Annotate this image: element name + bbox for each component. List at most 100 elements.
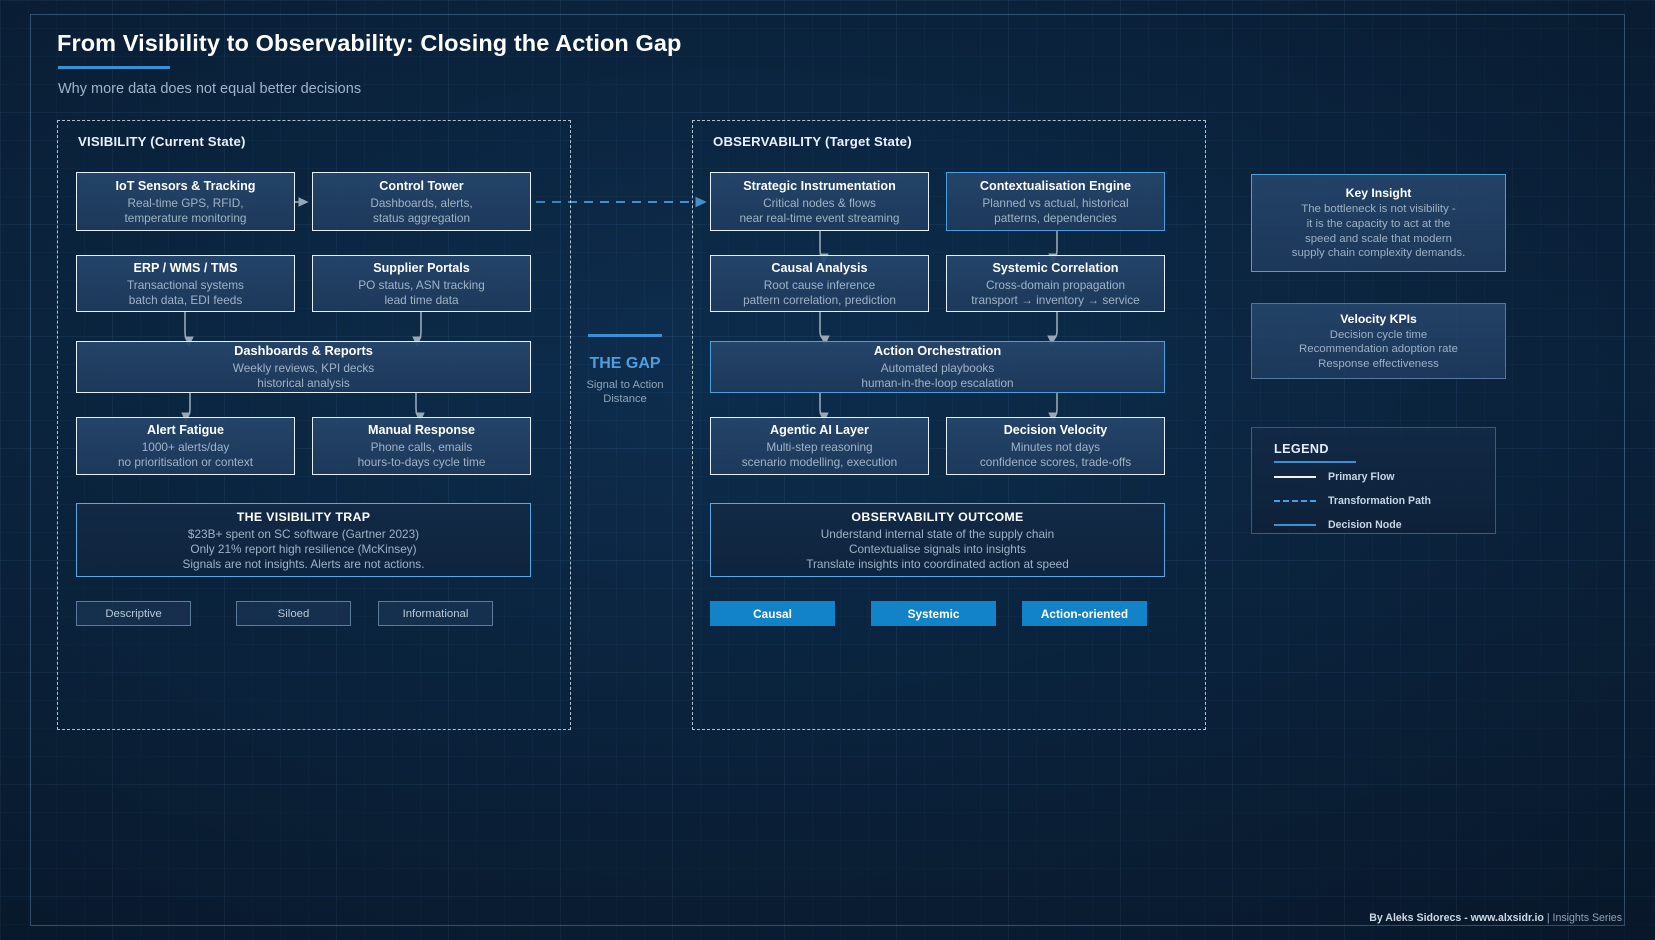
page-subtitle: Why more data does not equal better deci… [58,81,362,97]
callout-line2: Only 21% report high resilience (McKinse… [190,541,417,556]
transformation-path-line-icon [1274,499,1316,502]
card-line2: Recommendation adoption rate [1299,343,1458,356]
legend-item-transformation-path: Transformation Path [1274,490,1495,511]
title-underline-rule [58,66,170,69]
node-title: Dashboards & Reports [234,343,373,358]
tag-informational[interactable]: Informational [378,601,493,626]
node-subtitle-line2: near real-time event streaming [739,210,900,225]
node-subtitle-line2: lead time data [384,292,459,307]
node-causal-analysis[interactable]: Causal Analysis Root cause inference pat… [710,255,929,312]
node-subtitle-line1: Cross-domain propagation [985,277,1126,292]
node-manual-response[interactable]: Manual Response Phone calls, emails hour… [312,417,531,475]
node-strategic-instrumentation[interactable]: Strategic Instrumentation Critical nodes… [710,172,929,231]
node-subtitle-line2: hours-to-days cycle time [357,455,486,469]
legend-underline-rule [1274,461,1356,463]
card-velocity-kpis: Velocity KPIs Decision cycle time Recomm… [1251,303,1506,379]
node-subtitle-line1: Automated playbooks [880,361,995,375]
node-subtitle-line1: Critical nodes & flows [763,195,876,210]
node-subtitle-line1: Transactional systems [127,277,244,292]
callout-title: THE VISIBILITY TRAP [236,509,371,524]
node-action-orchestration[interactable]: Action Orchestration Automated playbooks… [710,341,1165,393]
node-subtitle-line2: scenario modelling, execution [741,455,898,469]
node-subtitle-line1: Minutes not days [1010,440,1101,454]
legend-box: LEGEND Primary Flow Transformation Path … [1251,427,1496,534]
node-subtitle-line1: Real-time GPS, RFID, [127,195,244,210]
node-subtitle-line2: pattern correlation, prediction [743,292,896,307]
footer-series: | Insights Series [1543,912,1622,924]
tag-action-oriented[interactable]: Action-oriented [1022,601,1147,626]
node-dashboards-reports[interactable]: Dashboards & Reports Weekly reviews, KPI… [76,341,531,393]
node-title: Agentic AI Layer [770,423,869,437]
tag-descriptive[interactable]: Descriptive [76,601,191,626]
node-systemic-correlation[interactable]: Systemic Correlation Cross-domain propag… [946,255,1165,312]
node-title: Supplier Portals [373,260,470,275]
callout-visibility-trap: THE VISIBILITY TRAP $23B+ spent on SC so… [76,503,531,577]
node-alert-fatigue[interactable]: Alert Fatigue 1000+ alerts/day no priori… [76,417,295,475]
card-title: Velocity KPIs [1340,311,1417,326]
node-subtitle-line1: Multi-step reasoning [766,440,873,454]
callout-line1: Understand internal state of the supply … [820,526,1055,541]
node-subtitle-line2: confidence scores, trade-offs [979,455,1132,469]
primary-flow-line-icon [1274,475,1316,478]
node-subtitle-line1: Weekly reviews, KPI decks [232,361,375,375]
node-erp-wms-tms[interactable]: ERP / WMS / TMS Transactional systems ba… [76,255,295,312]
node-agentic-ai-layer[interactable]: Agentic AI Layer Multi-step reasoning sc… [710,417,929,475]
node-subtitle-line1: Planned vs actual, historical [982,195,1129,210]
node-subtitle-line1: PO status, ASN tracking [358,277,485,292]
card-line3: Response effectiveness [1318,357,1439,370]
node-control-tower[interactable]: Control Tower Dashboards, alerts, status… [312,172,531,231]
node-subtitle-line1: Dashboards, alerts, [370,195,473,210]
node-contextualisation-engine[interactable]: Contextualisation Engine Planned vs actu… [946,172,1165,231]
callout-observability-outcome: OBSERVABILITY OUTCOME Understand interna… [710,503,1165,577]
card-line4: supply chain complexity demands. [1291,247,1466,260]
callout-line3: Signals are not insights. Alerts are not… [182,556,425,571]
gap-subtitle-line2: Distance [603,393,647,405]
tag-causal[interactable]: Causal [710,601,835,626]
observability-panel-label: OBSERVABILITY (Target State) [713,134,912,149]
node-subtitle-line2: temperature monitoring [124,210,247,225]
legend-item-label: Transformation Path [1328,494,1432,507]
node-subtitle-line2: transport → inventory → service [971,292,1140,307]
visibility-panel-label: VISIBILITY (Current State) [78,134,246,149]
tag-systemic[interactable]: Systemic [871,601,996,626]
node-subtitle-line1: Root cause inference [763,277,876,292]
gap-accent-rule [588,334,662,337]
node-title: ERP / WMS / TMS [133,260,238,275]
outer-frame-border [30,14,1625,926]
card-key-insight: Key Insight The bottleneck is not visibi… [1251,174,1506,272]
node-title: Decision Velocity [1003,423,1108,437]
node-title: Alert Fatigue [147,423,224,437]
node-title: Causal Analysis [771,260,868,275]
node-subtitle-line2: historical analysis [257,376,350,390]
callout-line1: $23B+ spent on SC software (Gartner 2023… [187,526,420,541]
tag-siloed[interactable]: Siloed [236,601,351,626]
footer-author: By Aleks Sidorecs - www.alxsidr.io [1369,912,1544,924]
node-title: Strategic Instrumentation [743,178,896,193]
legend-title: LEGEND [1274,442,1329,456]
node-title: Control Tower [379,178,464,193]
gap-title: THE GAP [589,355,661,372]
node-title: Action Orchestration [873,343,1002,358]
card-line3: speed and scale that modern [1305,232,1452,245]
node-subtitle-line1: Phone calls, emails [370,440,473,454]
node-title: IoT Sensors & Tracking [115,178,256,193]
legend-item-primary-flow: Primary Flow [1274,466,1495,487]
callout-line3: Translate insights into coordinated acti… [806,556,1069,571]
node-subtitle-line1: 1000+ alerts/day [141,440,230,454]
card-line2: it is the capacity to act at the [1306,217,1451,230]
legend-item-label: Decision Node [1328,518,1402,531]
node-title: Contextualisation Engine [979,178,1132,193]
node-supplier-portals[interactable]: Supplier Portals PO status, ASN tracking… [312,255,531,312]
footer-credit: By Aleks Sidorecs - www.alxsidr.io | Ins… [1369,912,1622,924]
legend-item-label: Primary Flow [1328,470,1395,483]
node-iot-sensors-tracking[interactable]: IoT Sensors & Tracking Real-time GPS, RF… [76,172,295,231]
page-title: From Visibility to Observability: Closin… [57,30,682,56]
node-title: Manual Response [367,423,476,437]
card-title: Key Insight [1345,186,1412,201]
node-subtitle-line2: no prioritisation or context [117,455,254,469]
card-line1: Decision cycle time [1329,328,1428,341]
node-decision-velocity[interactable]: Decision Velocity Minutes not days confi… [946,417,1165,475]
node-subtitle-line2: patterns, dependencies [994,210,1117,225]
node-subtitle-line2: status aggregation [372,210,471,225]
